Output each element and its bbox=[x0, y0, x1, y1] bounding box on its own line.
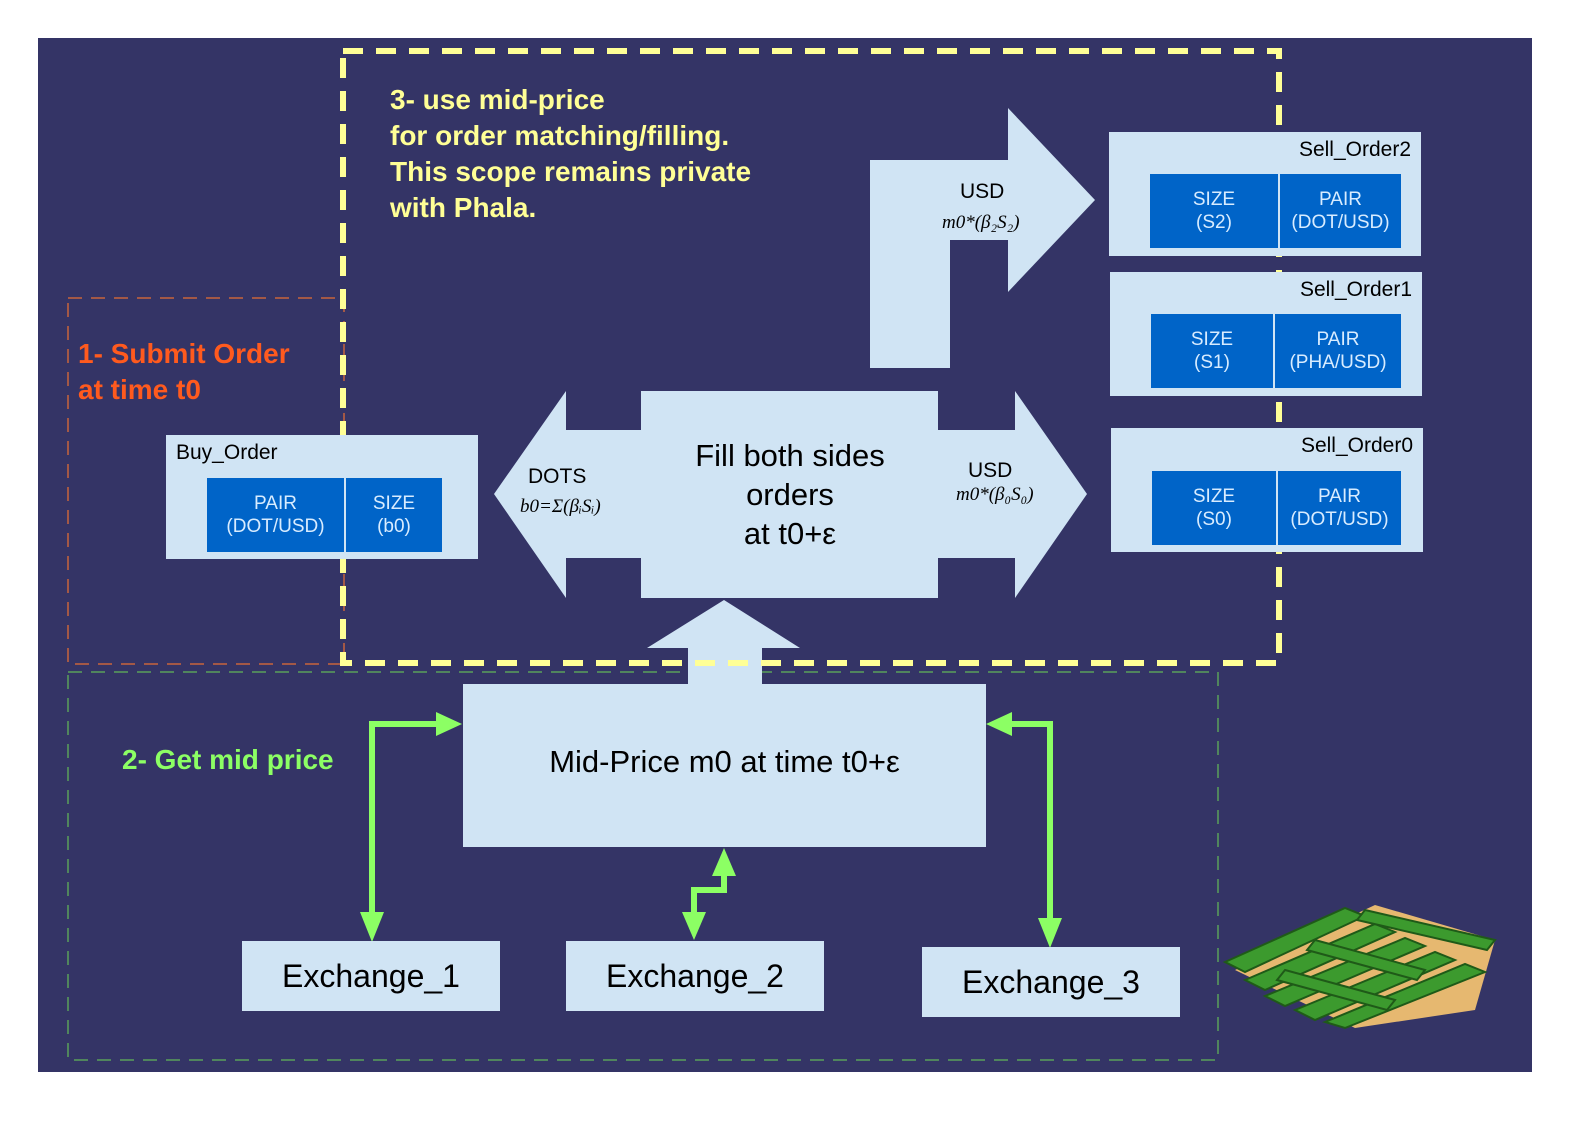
pair-value: (DOT/USD) bbox=[226, 516, 325, 537]
sell-order-1-box: Sell_Order1 SIZE (S1) PAIR (PHA/USD) bbox=[1110, 272, 1422, 396]
exchange-1-box: Exchange_1 bbox=[242, 941, 500, 1011]
midprice-box bbox=[463, 684, 986, 847]
maze-icon bbox=[1222, 905, 1497, 1030]
step1-label: 1- Submit Order at time t0 bbox=[78, 336, 290, 408]
fill-line2: orders bbox=[746, 477, 834, 512]
usd-top-label: USD bbox=[960, 180, 1005, 203]
fill-label: Fill both sides orders at t0+ε bbox=[650, 436, 930, 553]
up-arrow-shape bbox=[647, 600, 800, 686]
midprice-label: Mid-Price m0 at time t0+ε bbox=[549, 744, 900, 779]
step3-label: 3- use mid-price for order matching/fill… bbox=[390, 82, 751, 226]
sell-order-0-size-cell: SIZE (S0) bbox=[1152, 471, 1276, 545]
sell-order-1-pair-cell: PAIR (PHA/USD) bbox=[1275, 314, 1401, 388]
sell-order-1-size-cell: SIZE (S1) bbox=[1151, 314, 1273, 388]
pair-value: (PHA/USD) bbox=[1289, 352, 1387, 373]
top-arrow-shape bbox=[870, 108, 1095, 368]
sell-order-1-title: Sell_Order1 bbox=[1299, 278, 1412, 301]
size-label: SIZE bbox=[1190, 329, 1234, 350]
pair-label: PAIR bbox=[254, 493, 297, 514]
buy-order-title: Buy_Order bbox=[176, 441, 278, 464]
buy-order-size-cell: SIZE (b0) bbox=[346, 478, 442, 552]
size-value: (S0) bbox=[1196, 509, 1232, 530]
size-value: (b0) bbox=[377, 516, 411, 537]
link-exchange-3 bbox=[1010, 721, 1053, 928]
pair-value: (DOT/USD) bbox=[1291, 212, 1390, 233]
sell-order-2-size-cell: SIZE (S2) bbox=[1150, 174, 1278, 248]
size-label: SIZE bbox=[372, 493, 416, 514]
exchange-2-box: Exchange_2 bbox=[566, 941, 824, 1011]
usd-top-formula: m0*(β₂S₂) bbox=[942, 212, 1020, 233]
step1-line1: 1- Submit Order bbox=[78, 338, 290, 369]
exchange-3-box: Exchange_3 bbox=[922, 947, 1180, 1017]
size-value: (S1) bbox=[1194, 352, 1230, 373]
pair-label: PAIR bbox=[1316, 329, 1360, 350]
step1-region bbox=[67, 297, 345, 665]
sell-order-0-box: Sell_Order0 SIZE (S0) PAIR (DOT/USD) bbox=[1111, 428, 1423, 552]
size-value: (S2) bbox=[1196, 212, 1232, 233]
link-exchange-2 bbox=[691, 868, 727, 918]
usd-right-label: USD bbox=[968, 459, 1013, 482]
dots-formula: b0=Σ(βᵢSᵢ) bbox=[520, 496, 601, 517]
step3-line1: 3- use mid-price bbox=[390, 84, 605, 115]
fill-line1: Fill both sides bbox=[695, 438, 885, 473]
link-exchange-1 bbox=[369, 721, 440, 920]
step2-label: 2- Get mid price bbox=[122, 744, 334, 775]
step2-region bbox=[67, 671, 1219, 1061]
pair-label: PAIR bbox=[1318, 486, 1361, 507]
step3-line2: for order matching/filling. bbox=[390, 120, 730, 151]
step3-line4: with Phala. bbox=[390, 192, 537, 223]
step3-line3: This scope remains private bbox=[390, 156, 752, 187]
buy-order-box: Buy_Order PAIR (DOT/USD) SIZE (b0) bbox=[166, 435, 478, 559]
sell-order-2-box: Sell_Order2 SIZE (S2) PAIR (DOT/USD) bbox=[1109, 132, 1421, 256]
usd-right-formula: m0*(β₀S₀) bbox=[956, 484, 1034, 505]
exchange-3-label: Exchange_3 bbox=[962, 963, 1140, 1000]
exchange-1-label: Exchange_1 bbox=[282, 957, 460, 994]
sell-order-0-pair-cell: PAIR (DOT/USD) bbox=[1278, 471, 1401, 545]
fill-line3: at t0+ε bbox=[743, 516, 837, 551]
link-arrowheads bbox=[360, 712, 1062, 948]
step3-region bbox=[340, 48, 1282, 666]
sell-order-0-title: Sell_Order0 bbox=[1300, 434, 1413, 457]
exchange-links bbox=[369, 721, 1053, 928]
buy-order-pair-cell: PAIR (DOT/USD) bbox=[207, 478, 344, 552]
size-label: SIZE bbox=[1192, 486, 1236, 507]
sell-order-2-pair-cell: PAIR (DOT/USD) bbox=[1280, 174, 1401, 248]
size-label: SIZE bbox=[1192, 189, 1236, 210]
pair-label: PAIR bbox=[1319, 189, 1362, 210]
pair-value: (DOT/USD) bbox=[1290, 509, 1389, 530]
exchange-2-label: Exchange_2 bbox=[606, 957, 784, 994]
step1-line2: at time t0 bbox=[78, 374, 201, 405]
dots-label: DOTS bbox=[528, 465, 587, 488]
sell-order-2-title: Sell_Order2 bbox=[1298, 138, 1411, 161]
fill-arrow-shape bbox=[494, 391, 1087, 598]
